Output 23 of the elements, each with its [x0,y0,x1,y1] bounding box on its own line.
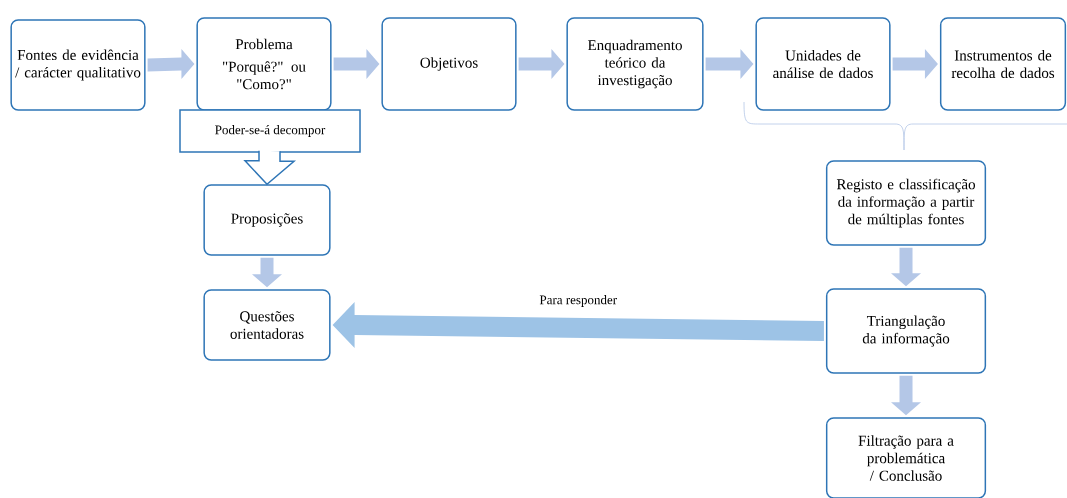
block-arrow [891,375,921,416]
process-box: Filtração para a problemática / Conclusão [825,417,987,498]
process-box: Objetivos [381,17,517,111]
process-box: Triangulação da informação [825,288,987,374]
block-arrow [252,257,282,288]
process-box: Unidades de análise de dados [755,17,891,111]
block-arrow [892,49,938,79]
process-box: Questões orientadoras [203,289,331,361]
arrow [243,150,297,186]
block-arrow [518,49,565,79]
process-box: Fontes de evidência / carácter qualitativo [10,19,146,111]
edge-label: Para responder [537,293,620,309]
block-arrow [332,302,824,348]
process-box: Enquadramento teórico da investigação [566,17,704,111]
block-arrow [147,49,195,79]
callout-box: Poder-se-á decompor [179,109,361,153]
process-box: Problema "Porquê?" ou "Como?" [196,17,332,111]
block-arrow [705,49,754,79]
process-box: Instrumentos de recolha de dados [939,17,1067,111]
block-arrow [891,247,921,287]
block-arrow [333,49,380,79]
process-box: Registo e classificação da informação a partir de múltiplas fontes [825,160,987,246]
process-box: Proposições [203,184,331,256]
